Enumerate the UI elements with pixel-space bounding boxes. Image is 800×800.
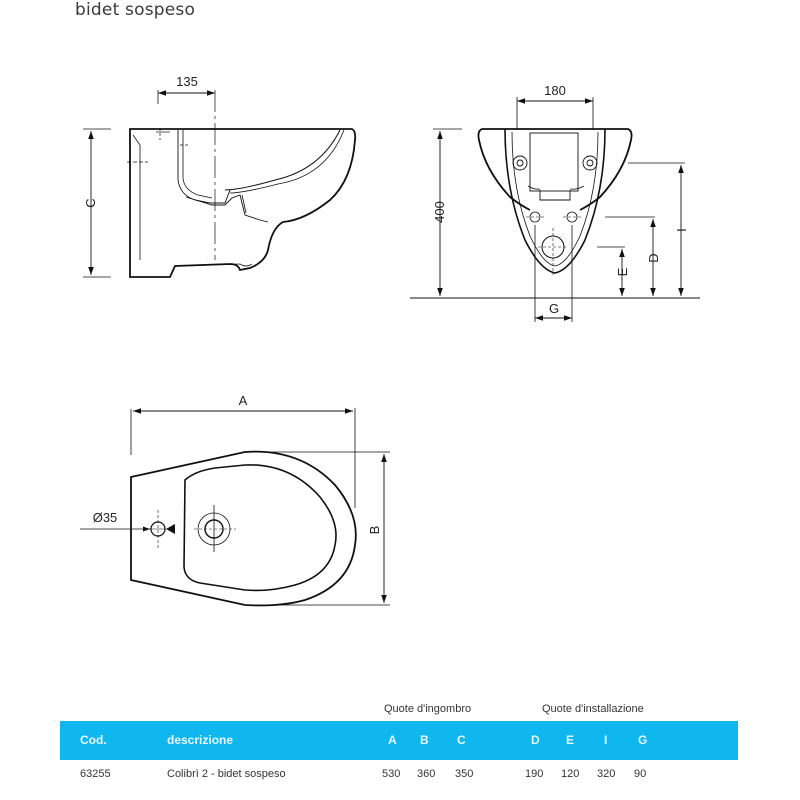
group-label-installazione: Quote d'installazione: [542, 703, 644, 715]
dim-b-label: B: [367, 526, 382, 535]
header-descrizione: descrizione: [167, 733, 234, 747]
dim-c-label: C: [83, 198, 98, 207]
header-c: C: [457, 733, 466, 747]
cell-c: 350: [455, 768, 474, 780]
header-cod: Cod.: [80, 733, 107, 747]
cell-i: 320: [597, 768, 616, 780]
group-label-ingombro: Quote d'ingombro: [384, 703, 472, 715]
header-i: I: [604, 733, 608, 747]
front-view-drawing: [410, 97, 700, 322]
side-view-drawing: [83, 90, 357, 278]
cell-a: 530: [382, 768, 401, 780]
technical-drawings: 135 C: [80, 74, 700, 607]
cell-descrizione: Colibrì 2 - bidet sospeso: [167, 768, 286, 780]
cell-b: 360: [417, 768, 436, 780]
dim-e-label: E: [615, 267, 630, 276]
cell-d: 190: [525, 768, 544, 780]
header-d: D: [531, 733, 540, 747]
header-b: B: [420, 733, 429, 747]
dim-hole-diameter-label: Ø35: [93, 510, 118, 525]
page-title: bidet sospeso: [75, 0, 196, 20]
dim-400-label: 400: [432, 201, 447, 223]
top-view-drawing: [80, 408, 390, 607]
table-header-band: [60, 721, 738, 760]
cell-e: 120: [561, 768, 580, 780]
cell-cod: 63255: [80, 768, 111, 780]
dim-180-label: 180: [544, 83, 566, 98]
dim-135-label: 135: [176, 74, 198, 89]
header-a: A: [388, 733, 397, 747]
header-e: E: [566, 733, 575, 747]
dim-g-label: G: [549, 301, 559, 316]
cell-g: 90: [634, 768, 647, 780]
header-g: G: [638, 733, 648, 747]
dim-d-label: D: [646, 253, 661, 262]
dim-a-label: A: [239, 393, 248, 408]
dim-i-label: I: [674, 228, 689, 232]
